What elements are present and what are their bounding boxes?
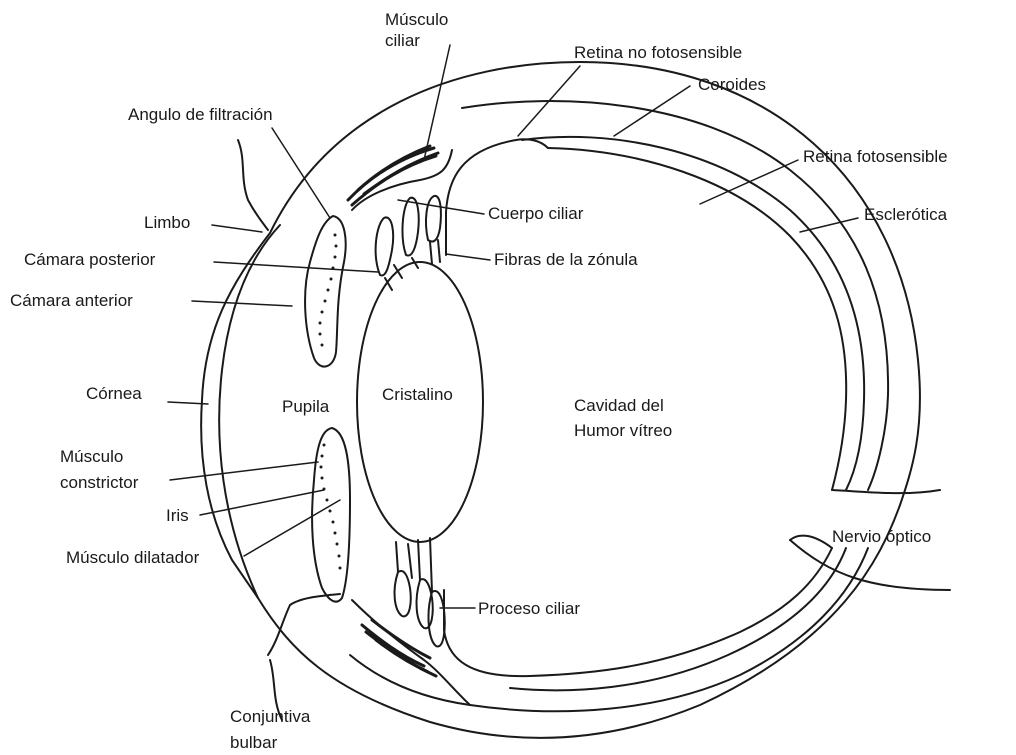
label-camara-posterior: Cámara posterior <box>24 249 155 270</box>
leader-musculo-ciliar <box>424 45 450 160</box>
leader-camara-posterior <box>214 262 378 272</box>
label-fibras-zonula: Fibras de la zónula <box>494 249 638 270</box>
label-retina-fotosensible: Retina fotosensible <box>803 146 948 167</box>
label-cuerpo-ciliar: Cuerpo ciliar <box>488 203 583 224</box>
leader-iris <box>200 490 324 515</box>
label-proceso-ciliar: Proceso ciliar <box>478 598 580 619</box>
leader-lines <box>168 45 858 608</box>
ciliary-process-upper-1 <box>376 217 394 275</box>
retina-outline-lower <box>510 548 846 690</box>
conjunctiva-lower <box>268 594 340 655</box>
iris-lower <box>312 428 350 602</box>
label-pupila: Pupila <box>282 396 329 417</box>
ciliary-process-upper-3 <box>426 196 441 242</box>
iris-dots-upper <box>319 234 338 347</box>
conjunctiva-upper <box>238 140 268 230</box>
label-camara-anterior: Cámara anterior <box>10 290 133 311</box>
label-iris: Iris <box>166 505 189 526</box>
zonule-fibers-lower <box>396 538 432 592</box>
label-angulo-filtracion: Angulo de filtración <box>128 104 273 125</box>
label-nervio-optico: Nervio óptico <box>832 526 931 547</box>
label-musculo-ciliar: Músculo ciliar <box>385 9 448 51</box>
iris-upper <box>305 216 346 367</box>
leader-angulo <box>272 128 330 218</box>
leader-camara-anterior <box>192 301 292 306</box>
vitreous-outline <box>446 139 548 255</box>
label-coroides: Coroides <box>698 74 766 95</box>
leader-coroides <box>614 86 690 136</box>
label-limbo: Limbo <box>144 212 190 233</box>
leader-musculo-constrictor <box>170 462 318 480</box>
optic-nerve-upper <box>832 490 940 493</box>
leader-musculo-dilatador <box>244 500 340 556</box>
leader-esclerotica <box>800 218 858 232</box>
label-musculo-constrictor: Músculo constrictor <box>60 444 138 496</box>
label-cornea: Córnea <box>86 383 142 404</box>
leader-fibras <box>446 254 490 260</box>
leader-limbo <box>212 225 262 232</box>
label-retina-no-fotosensible: Retina no fotosensible <box>574 42 742 63</box>
label-esclerotica: Esclerótica <box>864 204 947 225</box>
iris-dots-lower <box>320 444 342 570</box>
label-conjuntiva-bulbar: Conjuntiva bulbar <box>230 704 310 755</box>
ciliary-process-lower-1 <box>395 571 411 616</box>
label-cavidad-humor-vitreo: Cavidad del Humor vítreo <box>574 393 672 443</box>
cornea-inner <box>219 225 280 598</box>
ciliary-process-upper-2 <box>403 198 419 256</box>
label-cristalino: Cristalino <box>382 384 453 405</box>
optic-nerve-lower <box>790 540 950 590</box>
label-musculo-dilatador: Músculo dilatador <box>66 547 199 568</box>
leader-retina-fotosensible <box>700 160 798 204</box>
